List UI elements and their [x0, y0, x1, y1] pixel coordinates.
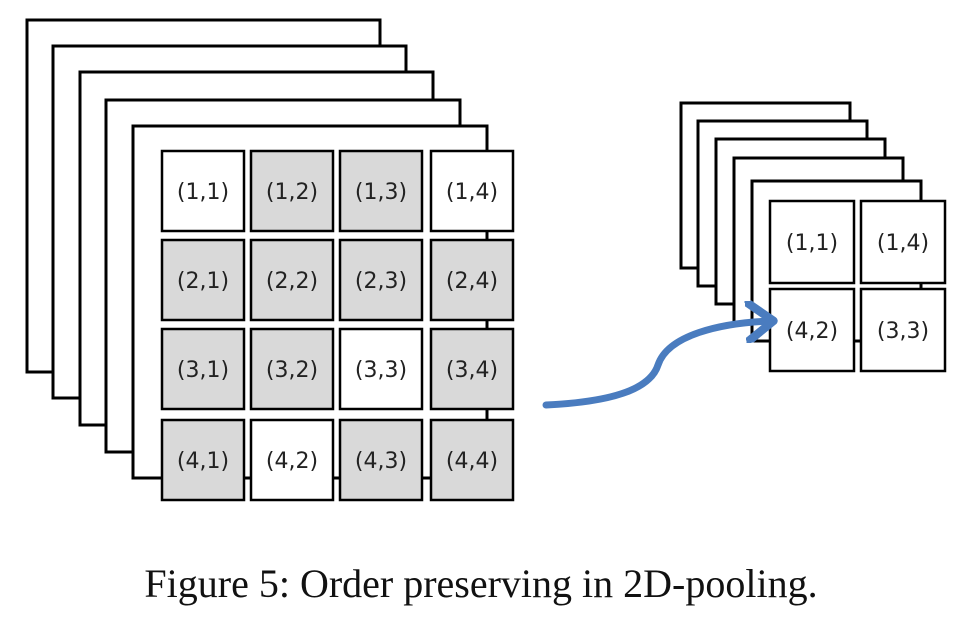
input-cell-label: (1,4) [446, 180, 498, 205]
input-cell-label: (1,2) [266, 180, 318, 205]
input-cell-label: (2,3) [355, 269, 407, 294]
input-cell-label: (3,3) [355, 358, 407, 383]
pooling-arrow [542, 321, 770, 409]
input-cell-label: (3,2) [266, 358, 318, 383]
input-cell-label: (1,3) [355, 180, 407, 205]
input-cell-box [338, 418, 424, 502]
input-cell-box [338, 149, 424, 233]
output-cell: (4,2) [768, 287, 856, 373]
output-cell: (1,1) [768, 199, 856, 285]
output-cell-label: (3,3) [877, 319, 929, 344]
input-cell: (2,3) [338, 238, 424, 322]
input-cell: (1,4) [429, 149, 515, 233]
input-cell-box [249, 238, 335, 322]
input-cell-box [429, 149, 515, 233]
input-cell: (3,3) [338, 327, 424, 411]
input-cell-box [160, 418, 246, 502]
input-cell-box [429, 418, 515, 502]
input-cell-label: (2,1) [177, 269, 229, 294]
input-cell-box [160, 149, 246, 233]
input-cell: (4,4) [429, 418, 515, 502]
input-cell: (1,3) [338, 149, 424, 233]
input-cell-box [338, 327, 424, 411]
input-cell-box [249, 327, 335, 411]
input-grid: (1,1) (1,2) (1,3) (1,4) (2,1) (2,2) (2,3) (2,4)… [160, 149, 515, 502]
input-cell-box [249, 418, 335, 502]
output-cell-box [859, 199, 947, 285]
input-cell: (2,1) [160, 238, 246, 322]
output-cell-box [768, 199, 856, 285]
input-cell-box [429, 238, 515, 322]
output-cell-box [859, 287, 947, 373]
output-cell: (3,3) [859, 287, 947, 373]
input-cell-label: (3,4) [446, 358, 498, 383]
input-cell: (3,2) [249, 327, 335, 411]
input-cell: (2,2) [249, 238, 335, 322]
output-cell-label: (4,2) [786, 319, 838, 344]
input-cell-box [429, 327, 515, 411]
output-cell: (1,4) [859, 199, 947, 285]
input-cell: (1,2) [249, 149, 335, 233]
input-cell-label: (4,4) [446, 449, 498, 474]
input-cell: (4,1) [160, 418, 246, 502]
input-cell: (3,1) [160, 327, 246, 411]
input-cell-label: (2,4) [446, 269, 498, 294]
input-cell-label: (4,2) [266, 449, 318, 474]
input-cell: (3,4) [429, 327, 515, 411]
input-cell-box [249, 149, 335, 233]
input-cell-box [160, 327, 246, 411]
input-cell-box [160, 238, 246, 322]
input-cell: (2,4) [429, 238, 515, 322]
figure-caption: Figure 5: Order preserving in 2D-pooling… [144, 561, 818, 606]
output-cell-label: (1,1) [786, 231, 838, 256]
input-cell: (1,1) [160, 149, 246, 233]
input-cell-label: (4,3) [355, 449, 407, 474]
input-cell-label: (2,2) [266, 269, 318, 294]
input-cell-box [338, 238, 424, 322]
input-cell-label: (4,1) [177, 449, 229, 474]
input-cell-label: (1,1) [177, 180, 229, 205]
output-cell-label: (1,4) [877, 231, 929, 256]
input-cell-label: (3,1) [177, 358, 229, 383]
input-cell: (4,3) [338, 418, 424, 502]
output-cell-box [768, 287, 856, 373]
output-grid: (1,1) (1,4) (4,2) (3,3) [768, 199, 947, 373]
input-cell: (4,2) [249, 418, 335, 502]
